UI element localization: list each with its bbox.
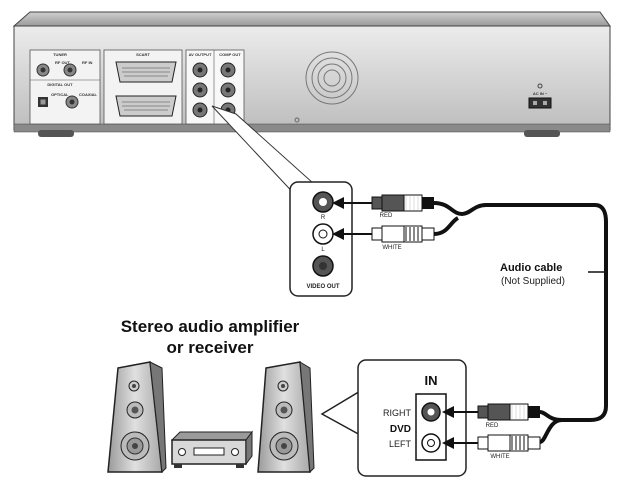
rf-in-label: RF IN: [82, 60, 93, 65]
scart-label: SCART: [136, 52, 150, 57]
rf-out-label: RF OUT: [55, 60, 70, 65]
optical-label: OPTICAL: [51, 92, 69, 97]
coaxial-label: COAXIAL: [79, 92, 98, 97]
receiver-unit: [170, 430, 253, 468]
audio-cable: [433, 201, 608, 444]
av-output-label: AV OUTPUT: [189, 52, 212, 57]
fan-grille: [305, 51, 359, 105]
jack-r-label: R: [321, 215, 326, 221]
plug-red-bottom-label: RED: [486, 423, 499, 429]
cable-title: Audio cable: [500, 262, 562, 274]
video-out-label: VIDEO OUT: [306, 284, 339, 290]
dvd-label: DVD: [390, 424, 411, 435]
jack-l-label: L: [321, 247, 325, 253]
speaker-left: [107, 361, 167, 474]
plug-white-top-label: WHITE: [382, 245, 401, 251]
digital-out-label: DIGITAL OUT: [47, 82, 73, 87]
plug-red-top-label: RED: [380, 213, 393, 219]
plug-white-top: [332, 225, 435, 243]
right-label: RIGHT: [383, 408, 412, 418]
amplifier-title-line2: or receiver: [167, 338, 254, 357]
dvd-player-rear: TUNER RF OUT RF IN DIGITAL OUT OPTICAL C…: [12, 11, 611, 137]
callout-receiver-input: IN RIGHT DVD LEFT: [320, 359, 467, 477]
comp-out-label: COMP OUT: [219, 52, 241, 57]
cable-subtitle: (Not Supplied): [501, 276, 565, 287]
speaker-right: [257, 361, 315, 474]
amplifier-title-line1: Stereo audio amplifier: [121, 317, 300, 336]
plug-red-top: [332, 194, 434, 212]
plug-red-bottom: [442, 403, 540, 421]
in-label: IN: [425, 373, 438, 388]
left-label: LEFT: [389, 439, 412, 449]
ac-in-label: AC IN ~: [533, 91, 548, 96]
plug-white-bottom-label: WHITE: [490, 454, 509, 460]
plug-white-bottom: [442, 434, 541, 452]
tuner-label: TUNER: [53, 52, 67, 57]
